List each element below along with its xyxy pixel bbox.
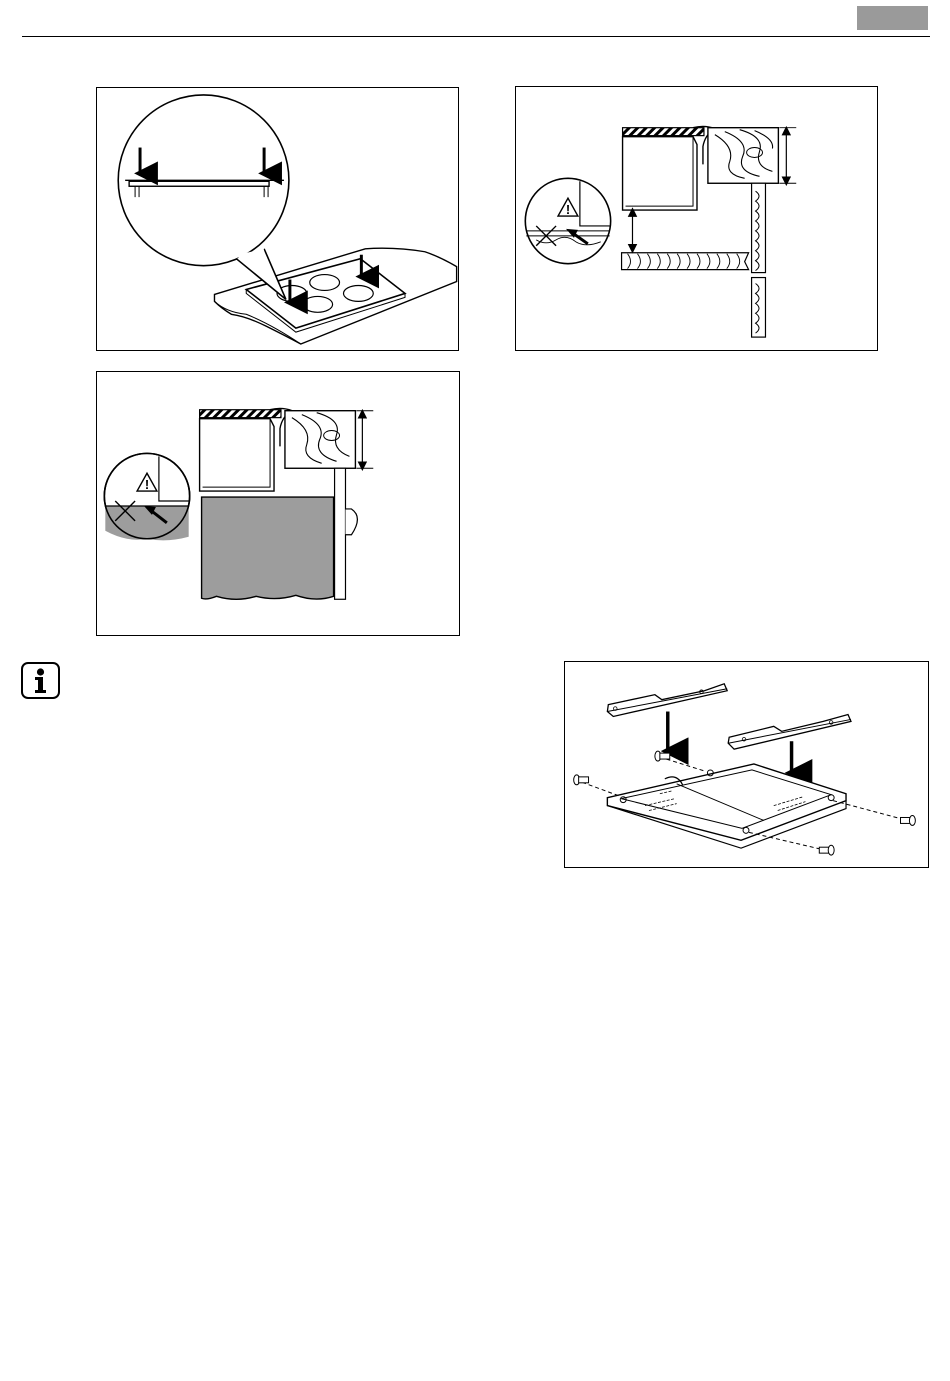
figure-frame-assembly	[564, 661, 929, 868]
svg-text:!: !	[566, 202, 570, 217]
info-icon	[21, 662, 60, 699]
figure-section-a: !	[515, 86, 878, 351]
svg-text:!: !	[145, 477, 149, 492]
mounting-frame-assembly-illustration	[565, 662, 928, 867]
figure-section-b: !	[96, 371, 460, 636]
header-rule	[22, 36, 930, 37]
figure-hob-placement	[96, 87, 459, 351]
header-tab	[857, 6, 928, 30]
worktop-cross-section-with-shelf-illustration: !	[516, 87, 877, 350]
worktop-cross-section-with-oven-illustration: !	[97, 372, 459, 635]
hob-on-worktop-illustration	[97, 88, 458, 350]
